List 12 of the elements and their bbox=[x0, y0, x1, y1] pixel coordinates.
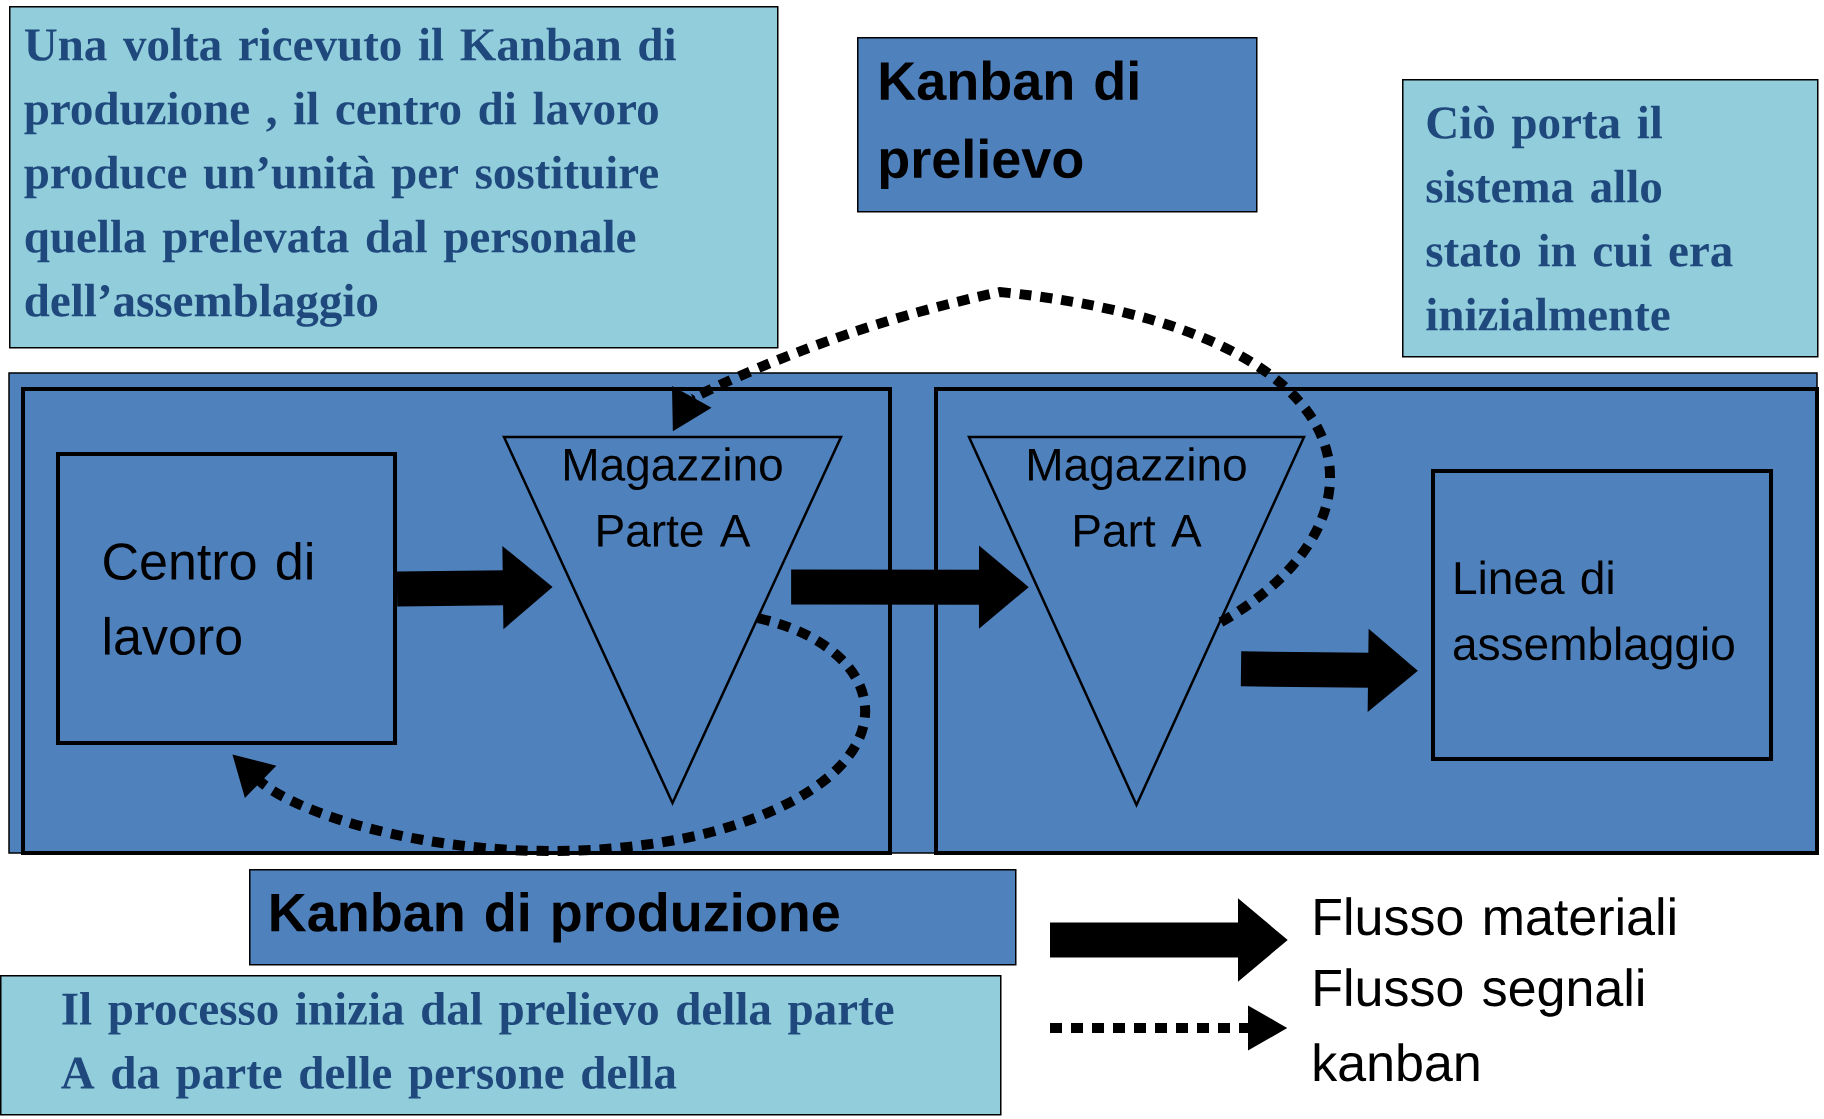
legend-text: Flusso materiali bbox=[1315, 897, 1675, 936]
legend-text: Flusso segnali kanban bbox=[1314, 968, 1643, 1082]
panel bbox=[21, 387, 892, 855]
text-box: Una volta ricevuto il Kanban di produzione , il centro di lavoro produce un’unità per sostituire quella prelevata dal personale dell’assemblaggio bbox=[9, 6, 779, 349]
text-box: Il processo inizia dal prelievo della parte A da parte delle persone della bbox=[0, 975, 1002, 1116]
text-box: Ciò porta il sistema allo stato in cui era inizialmente bbox=[1402, 79, 1819, 358]
label-box: Kanban di prelievo bbox=[857, 37, 1258, 213]
arrow bbox=[672, 287, 1335, 627]
panel bbox=[934, 387, 1819, 855]
label-box: Kanban di produzione bbox=[249, 869, 1017, 966]
process-box: Centro di lavoro bbox=[56, 452, 397, 745]
process-box: Linea di assemblaggio bbox=[1431, 469, 1773, 761]
